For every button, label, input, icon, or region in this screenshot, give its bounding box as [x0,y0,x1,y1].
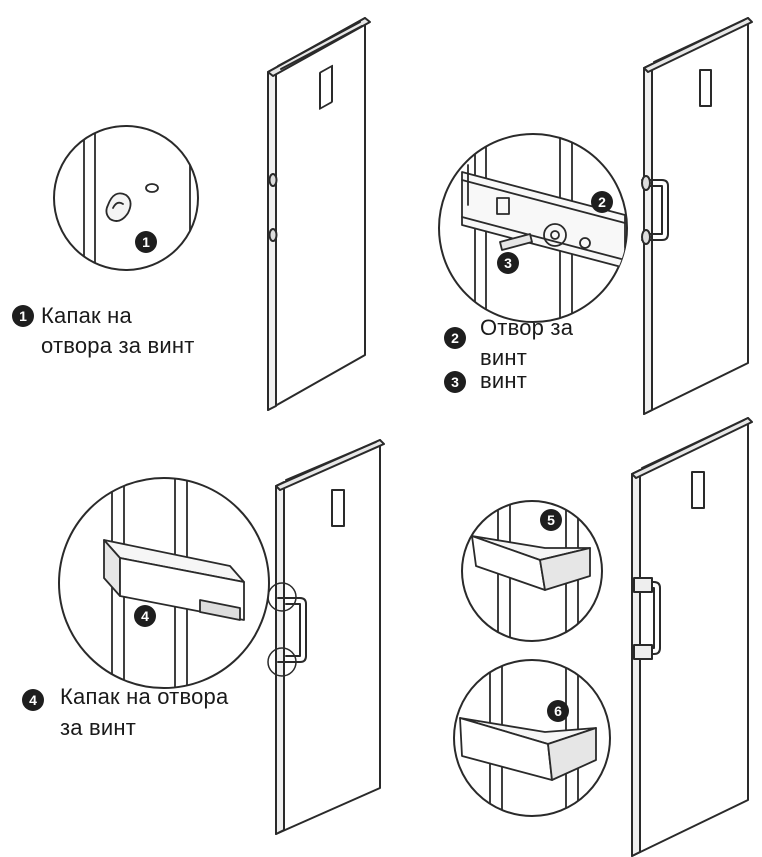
legend-item2-line2: винт [480,345,528,370]
marker-4-badge: 4 [134,605,156,627]
marker-6-badge: 6 [547,700,569,722]
marker-2-badge: 2 [591,191,613,213]
zoom-circle-2 [438,133,628,323]
door-4 [631,417,753,857]
door-3 [267,439,385,835]
legend-badge-1: 1 [12,305,34,327]
door-2 [641,17,753,415]
legend-item1-line2: отвора за винт [41,333,195,358]
marker-3-badge: 3 [497,252,519,274]
legend-item4-line2: за винт [60,715,137,740]
legend-item1-line1: Капак на [41,303,132,328]
legend-badge-3: 3 [444,371,466,393]
legend-badge-4: 4 [22,689,44,711]
marker-5-badge: 5 [540,509,562,531]
zoom-circle-5 [461,500,603,642]
door-1 [267,17,371,411]
legend-item3: винт [480,368,528,393]
marker-1-badge: 1 [135,231,157,253]
legend-badge-2: 2 [444,327,466,349]
legend-item2-line1: Отвор за [480,315,574,340]
legend-item4-line1: Капак на отвора [60,684,229,709]
zoom-circle-1 [53,125,199,271]
zoom-circle-4 [58,477,270,689]
zoom-circle-6 [453,659,611,817]
